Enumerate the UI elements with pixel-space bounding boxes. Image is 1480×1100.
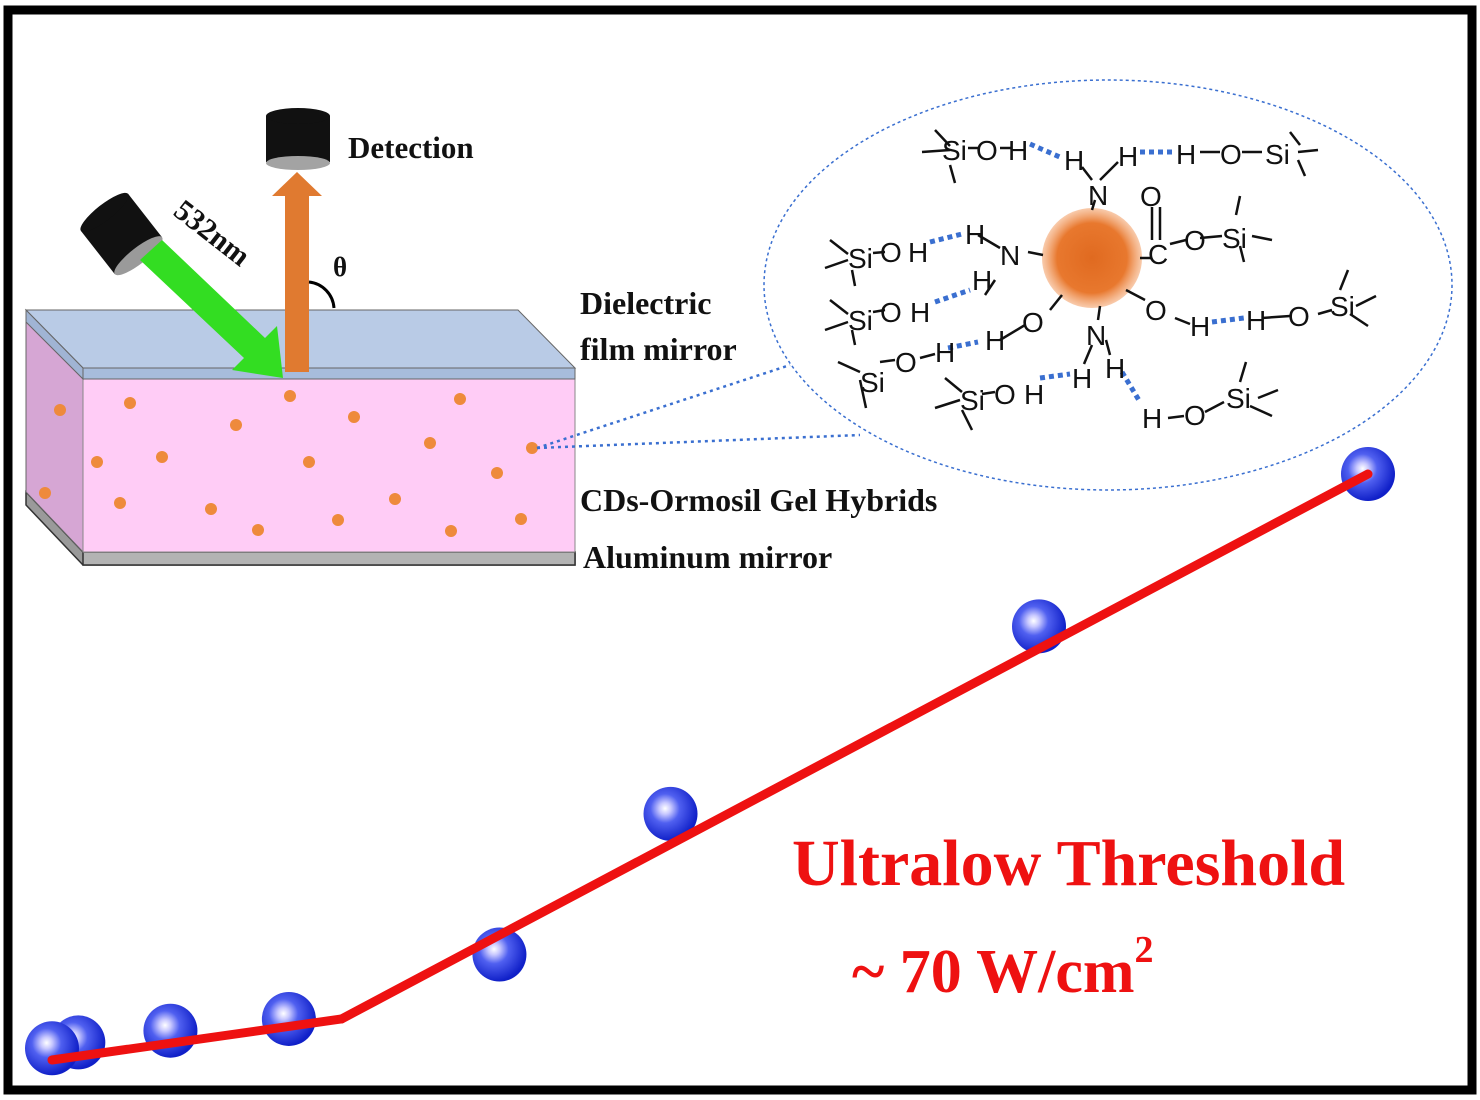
svg-text:Si: Si [848, 243, 873, 274]
svg-text:Si: Si [860, 367, 885, 398]
threshold-plot [25, 447, 1395, 1076]
svg-text:H: H [1190, 311, 1210, 342]
data-point-6 [643, 786, 698, 841]
detector-icon [266, 108, 330, 170]
svg-text:Si: Si [1222, 223, 1247, 254]
svg-text:N: N [1000, 240, 1020, 271]
pump-beam-arrow [140, 240, 283, 378]
svg-text:O: O [1220, 139, 1242, 170]
hydrogen-bonds [929, 141, 1245, 404]
gel-label: CDs-Ormosil Gel Hybrids [580, 482, 937, 518]
svg-text:O: O [1145, 295, 1167, 326]
laser-source-icon [80, 192, 163, 276]
headline-line1: Ultralow Threshold [792, 827, 1345, 900]
zoom-connector-top [536, 363, 791, 450]
carbon-dot-core [1042, 208, 1142, 308]
svg-text:Si: Si [1265, 139, 1290, 170]
svg-text:N: N [1086, 320, 1106, 351]
svg-text:Si: Si [1330, 291, 1355, 322]
svg-text:Si: Si [942, 135, 967, 166]
zoom-connector-bottom [536, 433, 861, 450]
svg-text:Si: Si [960, 385, 985, 416]
svg-text:H: H [1105, 353, 1125, 384]
figure-frame [3, 5, 1477, 1095]
aluminum-label: Aluminum mirror [583, 539, 832, 575]
svg-text:O: O [895, 347, 917, 378]
headline-line2: ~ 70 W/cm2 [852, 929, 1154, 1006]
svg-text:C: C [1148, 239, 1168, 270]
data-point-1 [25, 1021, 79, 1076]
svg-text:O: O [880, 297, 902, 328]
molecular-structure-inset: Si O H H N H H O Si Si O H H N O C O Si … [763, 79, 1453, 491]
gel-layer [82, 378, 576, 553]
dielectric-label-line1: Dielectric [580, 285, 711, 321]
detection-label: Detection [348, 130, 474, 165]
fit-line-2 [337, 469, 1373, 1024]
svg-text:H: H [985, 325, 1005, 356]
svg-text:H: H [1024, 379, 1044, 410]
svg-text:H: H [1176, 139, 1196, 170]
svg-text:O: O [1184, 400, 1206, 431]
svg-text:H: H [1072, 363, 1092, 394]
svg-text:H: H [908, 237, 928, 268]
svg-text:H: H [1142, 403, 1162, 434]
svg-text:O: O [1022, 307, 1044, 338]
svg-text:H: H [1118, 141, 1138, 172]
device-schematic [24, 108, 577, 566]
headline-line2-value: ~ 70 W/cm [852, 938, 1135, 1006]
svg-text:O: O [1184, 225, 1206, 256]
svg-text:H: H [910, 297, 930, 328]
data-point-4 [261, 991, 316, 1046]
svg-text:Si: Si [848, 305, 873, 336]
dielectric-film-front [82, 367, 576, 380]
svg-text:O: O [994, 379, 1016, 410]
svg-text:Si: Si [1226, 383, 1251, 414]
svg-text:N: N [1088, 180, 1108, 211]
svg-text:O: O [1140, 181, 1162, 212]
svg-text:O: O [976, 135, 998, 166]
svg-text:H: H [935, 337, 955, 368]
svg-text:H: H [1064, 145, 1084, 176]
fit-line-1 [47, 1014, 347, 1065]
svg-text:H: H [972, 265, 992, 296]
angle-label: θ [333, 252, 347, 282]
dielectric-label-line2: film mirror [580, 331, 737, 367]
svg-text:O: O [1288, 301, 1310, 332]
carbon-dot-particles [39, 390, 538, 537]
covalent-bonds [824, 129, 1377, 431]
svg-text:H: H [1246, 305, 1266, 336]
svg-text:H: H [1008, 135, 1028, 166]
emission-beam-arrow [272, 172, 322, 372]
svg-text:O: O [880, 237, 902, 268]
atom-labels: Si O H H N H H O Si Si O H H N O C O Si … [848, 135, 1355, 434]
angle-arc [308, 280, 336, 309]
headline-superscript: 2 [1135, 929, 1154, 971]
svg-text:H: H [965, 219, 985, 250]
